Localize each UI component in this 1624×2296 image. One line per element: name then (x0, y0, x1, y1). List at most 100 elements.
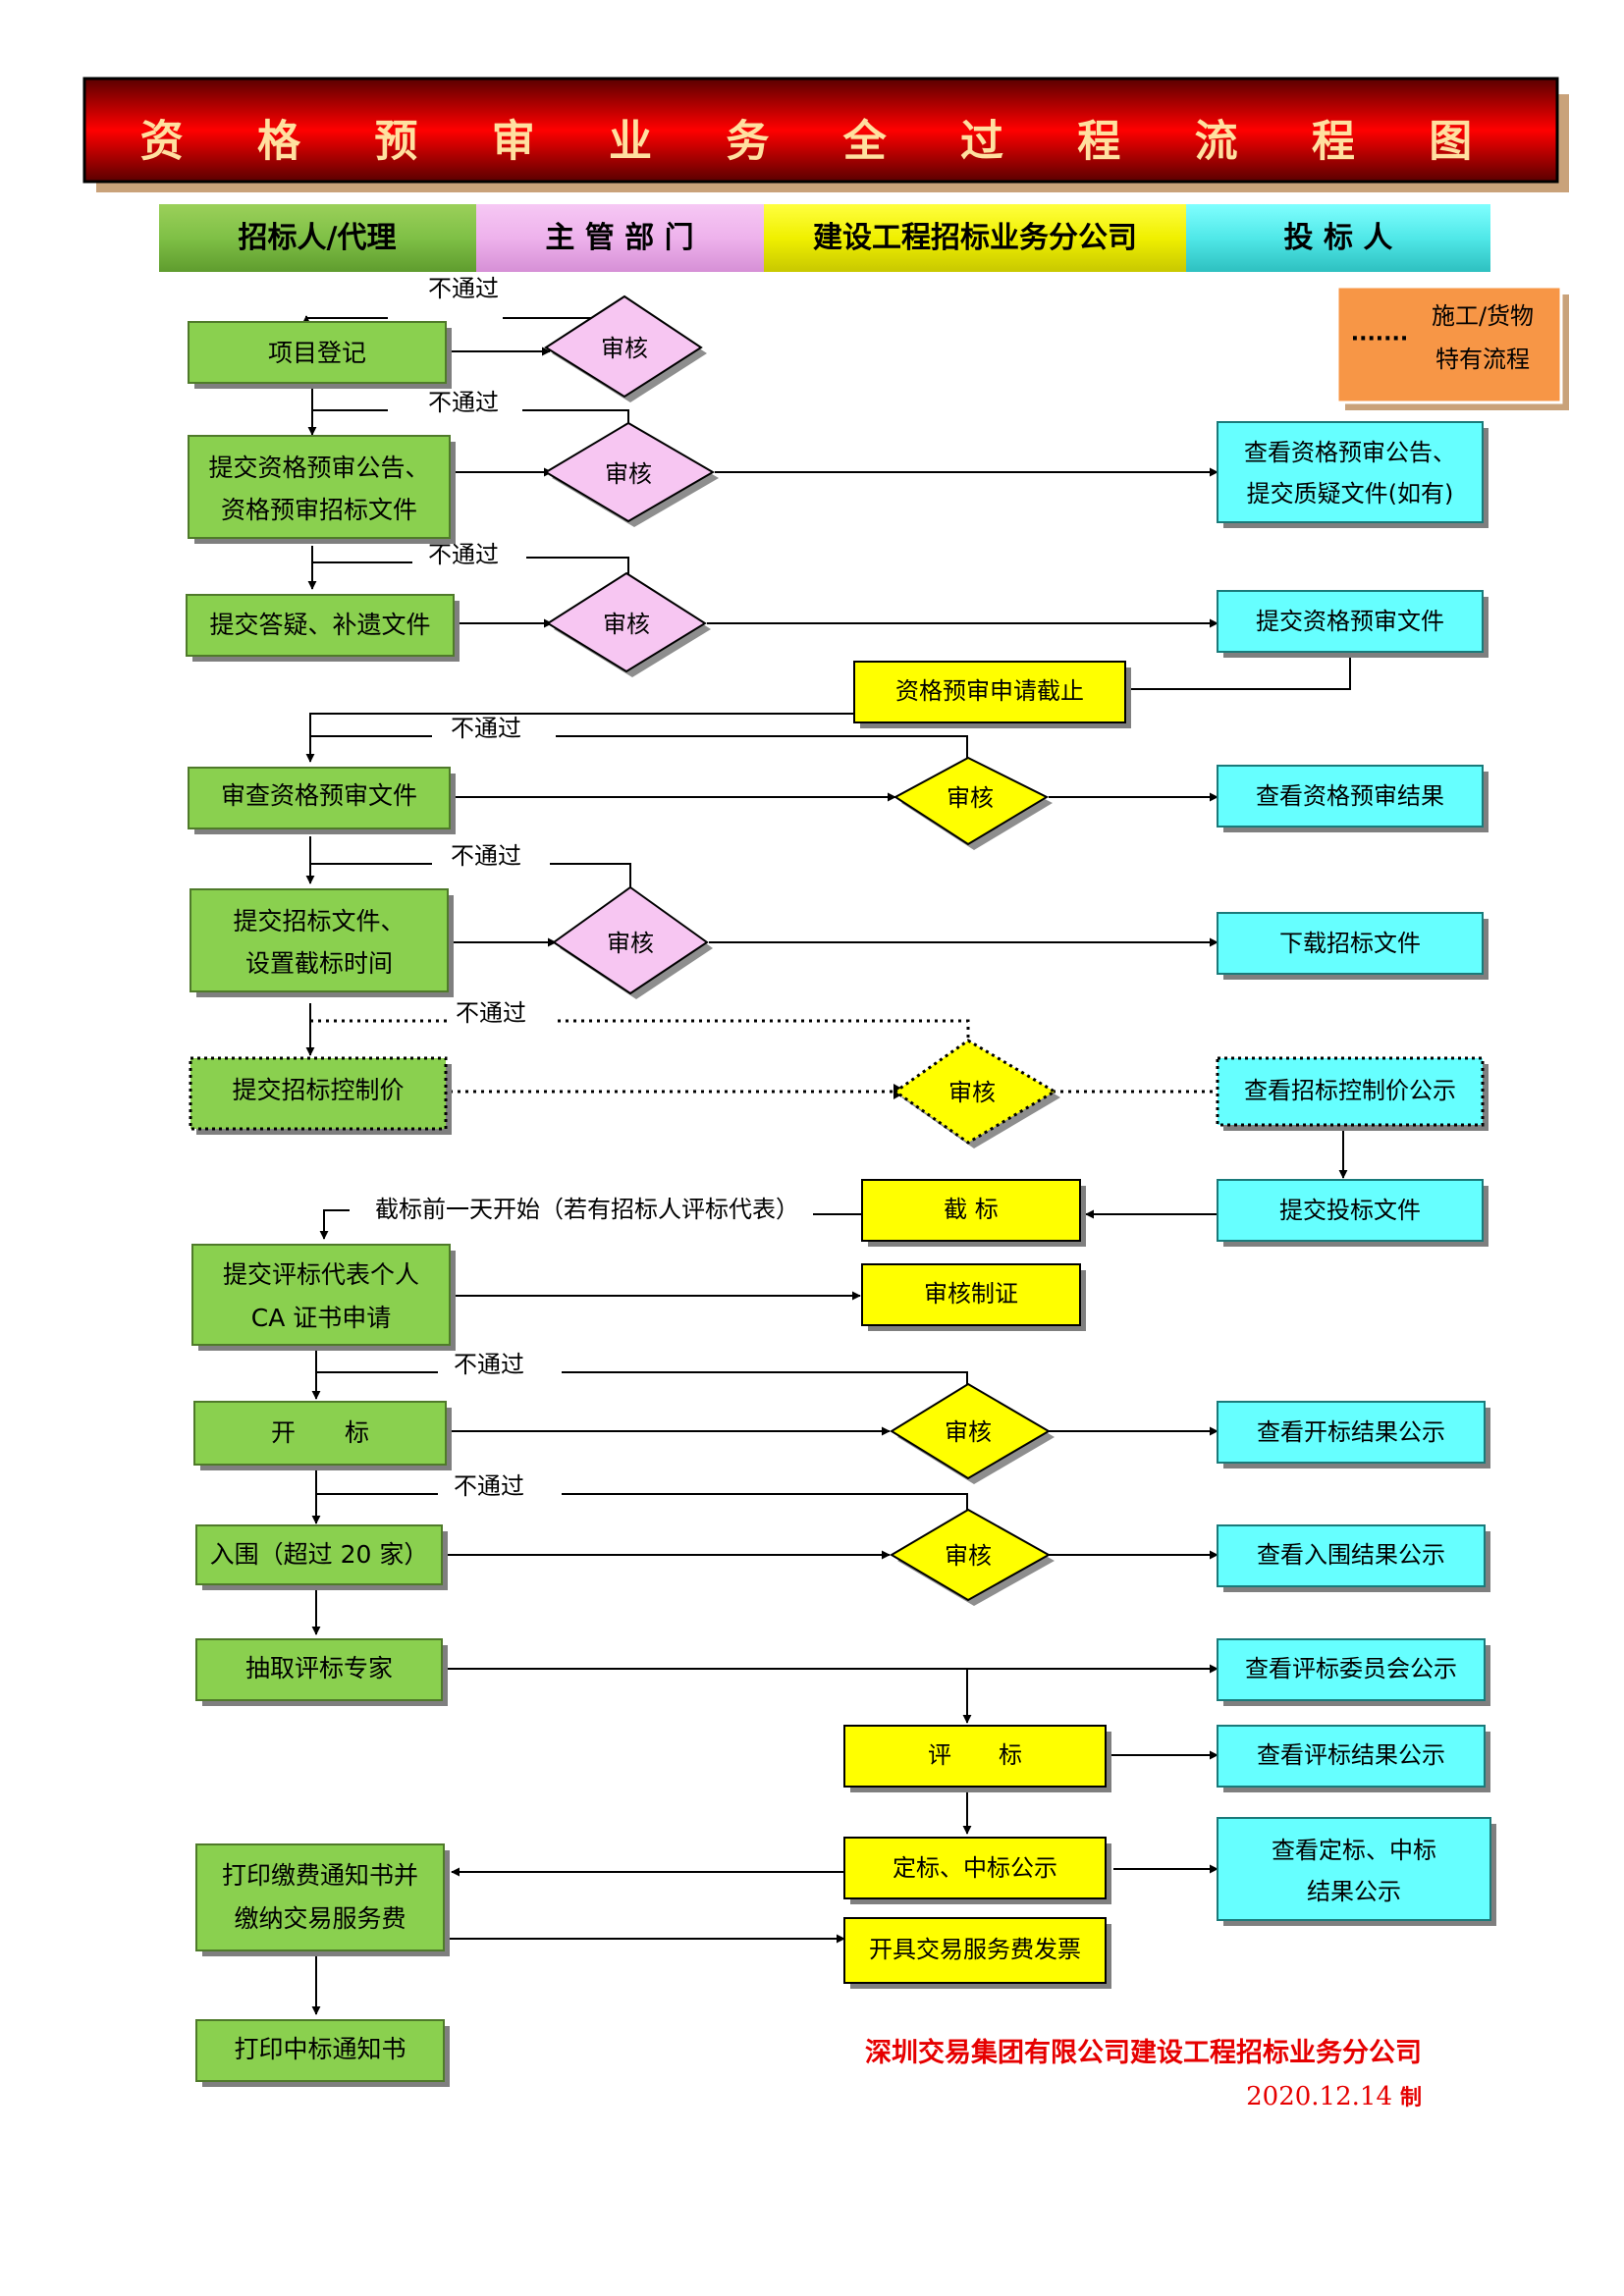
step-label-line2: 缴纳交易服务费 (234, 1904, 406, 1933)
step-label: 入围（超过 20 家） (210, 1540, 429, 1569)
review-label: 审核 (948, 1079, 996, 1106)
fail-label: 不通过 (451, 715, 521, 742)
step-label-line2: 资格预审招标文件 (221, 496, 417, 524)
step-label: 资格预审申请截止 (895, 677, 1084, 705)
review-diamond[interactable]: 审核 (893, 756, 1053, 850)
step-view-award[interactable]: 查看定标、中标 结果公示 (1217, 1817, 1496, 1926)
step-bid-opening[interactable]: 开 标 (193, 1401, 452, 1470)
step-view-committee[interactable]: 查看评标委员会公示 (1217, 1638, 1490, 1706)
step-label: 提交投标文件 (1279, 1197, 1421, 1224)
step-label-line1: 提交评标代表个人 (223, 1260, 419, 1289)
fail-label: 不通过 (454, 1351, 524, 1378)
step-submit-qa[interactable]: 提交答疑、补遗文件 (186, 594, 460, 662)
step-submit-ca[interactable]: 提交评标代表个人 CA 证书申请 (191, 1244, 456, 1351)
authority-reviews: 审核 审核 审核 审核 (544, 294, 719, 999)
lane-header-company (764, 204, 1186, 272)
step-view-notice[interactable]: 查看资格预审公告、 提交质疑文件(如有) (1217, 421, 1489, 528)
step-view-evaluation[interactable]: 查看评标结果公示 (1217, 1725, 1490, 1792)
step-submit-prequal[interactable]: 提交资格预审文件 (1217, 590, 1489, 658)
step-label: 审核制证 (924, 1280, 1018, 1308)
step-label: 定标、中标公示 (893, 1854, 1057, 1882)
company-reviews: 审核 审核 审核 审核 (890, 756, 1060, 1606)
fail-labels: 不通过 不通过 不通过 不通过 不通过 不通过 不通过 不通过 (428, 275, 526, 1500)
review-label: 审核 (947, 784, 994, 812)
company-steps: 资格预审申请截止 截 标 审核制证 评 标 定标、中标公示 开具交易服务费发票 (843, 661, 1131, 1989)
step-view-control-price[interactable]: 查看招标控制价公示 (1216, 1056, 1489, 1131)
step-label: 开具交易服务费发票 (869, 1936, 1081, 1963)
bidder-steps: 查看资格预审公告、 提交质疑文件(如有) 提交资格预审文件 查看资格预审结果 下… (1216, 421, 1496, 1926)
step-label-line1: 提交招标文件、 (233, 907, 405, 935)
step-label-line2: 提交质疑文件(如有) (1247, 480, 1454, 507)
connectors (301, 304, 1351, 2015)
step-label: 评 标 (928, 1741, 1022, 1769)
step-label: 打印中标通知书 (234, 2035, 406, 2063)
fail-label: 不通过 (454, 1472, 524, 1500)
step-award-publicity[interactable]: 定标、中标公示 (843, 1837, 1111, 1904)
step-ca-review[interactable]: 审核制证 (861, 1263, 1086, 1331)
step-label-line2: 设置截标时间 (245, 949, 393, 978)
step-prequal-deadline[interactable]: 资格预审申请截止 (853, 661, 1131, 728)
review-diamond[interactable]: 审核 (890, 1382, 1055, 1484)
step-label-line1: 查看定标、中标 (1272, 1837, 1436, 1864)
review-diamond[interactable]: 审核 (552, 885, 713, 999)
step-print-fee[interactable]: 打印缴费通知书并 缴纳交易服务费 (195, 1843, 450, 1956)
dotted-connectors (310, 1019, 1218, 1094)
fail-label: 不通过 (451, 842, 521, 870)
step-label: 提交资格预审文件 (1256, 608, 1444, 635)
lane-label-tenderer: 招标人/代理 (239, 221, 397, 255)
legend-dots: ······· (1351, 327, 1409, 351)
lane-label-bidder: 投 标 人 (1284, 221, 1393, 255)
step-view-shortlist[interactable]: 查看入围结果公示 (1217, 1524, 1490, 1592)
fail-label: 不通过 (428, 275, 499, 302)
step-invoice[interactable]: 开具交易服务费发票 (843, 1917, 1111, 1989)
step-label: 审查资格预审文件 (221, 781, 417, 810)
step-submit-tender[interactable]: 提交招标文件、 设置截标时间 (189, 888, 454, 997)
lane-header-authority (476, 204, 764, 272)
footer-org: 深圳交易集团有限公司建设工程招标业务分公司 (865, 2037, 1422, 2068)
fail-label: 不通过 (456, 999, 526, 1027)
step-label-line1: 查看资格预审公告、 (1244, 439, 1456, 466)
page-title: 资 格 预 审 业 务 全 过 程 流 程 图 (140, 117, 1502, 167)
review-diamond[interactable]: 审核 (544, 421, 719, 527)
step-shortlist[interactable]: 入围（超过 20 家） (195, 1524, 448, 1590)
step-label: 查看开标结果公示 (1257, 1418, 1445, 1446)
review-label: 审核 (605, 460, 652, 488)
step-label: 提交答疑、补遗文件 (209, 611, 430, 639)
review-label: 审核 (945, 1542, 992, 1570)
step-submit-bid[interactable]: 提交投标文件 (1217, 1179, 1489, 1247)
lane-label-company: 建设工程招标业务分公司 (813, 221, 1137, 255)
review-diamond-dotted[interactable]: 审核 (893, 1039, 1060, 1148)
legend-line2: 特有流程 (1435, 346, 1530, 373)
lane-header-tenderer (159, 204, 476, 272)
review-label: 审核 (601, 335, 648, 362)
lane-header-bidder (1186, 204, 1490, 272)
step-print-award[interactable]: 打印中标通知书 (195, 2019, 450, 2087)
lane-headers: 招标人/代理 主 管 部 门 建设工程招标业务分公司 投 标 人 (159, 204, 1490, 272)
step-label: 查看资格预审结果 (1256, 782, 1444, 810)
legend: ······· 施工/货物 特有流程 (1335, 285, 1569, 410)
step-view-opening[interactable]: 查看开标结果公示 (1217, 1401, 1490, 1468)
step-label: 抽取评标专家 (245, 1654, 393, 1682)
review-diamond[interactable]: 审核 (546, 571, 711, 677)
review-label: 审核 (945, 1418, 992, 1446)
step-label: 查看招标控制价公示 (1244, 1077, 1456, 1104)
review-diamond[interactable]: 审核 (544, 294, 707, 402)
review-label: 审核 (607, 930, 654, 957)
tenderer-steps: 项目登记 提交资格预审公告、 资格预审招标文件 提交答疑、补遗文件 审查资格预审… (186, 321, 460, 2087)
step-view-prequal-result[interactable]: 查看资格预审结果 (1217, 765, 1489, 832)
footer-suffix: 制 (1400, 2085, 1422, 2110)
step-download-tender[interactable]: 下载招标文件 (1217, 912, 1489, 980)
fail-label: 不通过 (428, 541, 499, 568)
step-label: 截 标 (944, 1196, 999, 1223)
step-draw-experts[interactable]: 抽取评标专家 (195, 1638, 448, 1706)
step-label: 下载招标文件 (1279, 930, 1421, 957)
footer: 深圳交易集团有限公司建设工程招标业务分公司 2020.12.14 制 (865, 2037, 1422, 2111)
step-project-register[interactable]: 项目登记 (188, 321, 452, 389)
step-review-prequal[interactable]: 审查资格预审文件 (188, 767, 456, 834)
step-bid-close[interactable]: 截 标 (861, 1179, 1086, 1247)
step-evaluation[interactable]: 评 标 (843, 1725, 1111, 1792)
step-submit-notice[interactable]: 提交资格预审公告、 资格预审招标文件 (188, 435, 456, 544)
review-diamond[interactable]: 审核 (890, 1508, 1055, 1606)
step-submit-control-price[interactable]: 提交招标控制价 (189, 1056, 452, 1135)
